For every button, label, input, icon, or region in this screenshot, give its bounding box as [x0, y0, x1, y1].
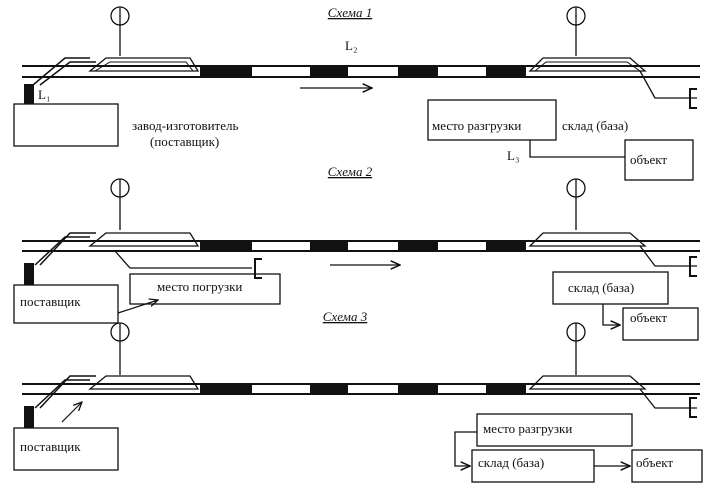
right-branch	[639, 388, 697, 409]
signal-right	[566, 322, 586, 375]
object-box	[631, 449, 703, 483]
warehouse-to-object	[602, 304, 620, 325]
track-blocks	[200, 242, 526, 251]
siding-stop-block	[24, 263, 34, 285]
buffer-stop	[689, 88, 697, 109]
supplier-box	[13, 284, 119, 324]
signal-right	[566, 6, 586, 56]
signal-left	[110, 6, 130, 56]
supplier-box	[13, 103, 119, 147]
buffer-stop	[254, 258, 262, 279]
object-box	[624, 139, 694, 181]
scheme-2: Схема 2 поставщик	[13, 164, 700, 341]
siding-stop-block	[24, 84, 34, 104]
unloading-label: место разгрузки	[483, 421, 572, 436]
siding-line	[34, 236, 90, 266]
loading-label: место погрузки	[157, 279, 242, 294]
unloading-box	[427, 99, 557, 141]
right-turnout	[528, 375, 647, 390]
supplier-label: поставщик	[20, 439, 81, 454]
loading-box	[129, 273, 281, 305]
signal-left	[110, 322, 130, 375]
unloading-box	[476, 413, 633, 447]
buffer-stop	[689, 397, 697, 418]
signal-left	[110, 178, 130, 230]
scheme-3: Схема 3 поставщик ме	[13, 309, 703, 483]
warehouse-label: склад (база)	[568, 280, 634, 295]
unloading-to-warehouse	[454, 431, 477, 466]
warehouse-label: склад (база)	[562, 118, 628, 133]
supplier-label: завод-изготовитель	[132, 118, 238, 133]
left-turnout	[88, 375, 200, 390]
left-turnout	[88, 232, 200, 247]
scheme-1-title: Схема 1	[328, 5, 372, 20]
track-label: L₂	[345, 38, 357, 53]
branch-to-object	[529, 140, 625, 158]
buffer-stop-right	[689, 256, 697, 277]
left-turnout	[88, 57, 200, 72]
right-turnout	[528, 57, 647, 72]
warehouse-label: склад (база)	[478, 455, 544, 470]
track-blocks	[200, 385, 526, 394]
object-label: объект	[630, 152, 667, 167]
unloading-label: место разгрузки	[432, 118, 521, 133]
supply-arrow	[61, 402, 82, 423]
object-label: объект	[630, 310, 667, 325]
right-branch	[639, 70, 697, 99]
object-label: объект	[636, 455, 673, 470]
right-turnout	[528, 232, 647, 247]
scheme-3-title: Схема 3	[323, 309, 368, 324]
scheme-2-title: Схема 2	[328, 164, 373, 179]
supplier-box	[13, 427, 119, 471]
loading-siding	[114, 250, 252, 269]
siding-label: L₁	[38, 87, 50, 102]
supplier-label: поставщик	[20, 294, 81, 309]
signal-right	[566, 178, 586, 230]
track-blocks	[200, 67, 526, 77]
branch-label: L₃	[507, 148, 519, 163]
supply-arrow	[117, 300, 158, 314]
siding-line	[34, 379, 90, 409]
right-branch	[639, 245, 697, 267]
object-box	[622, 307, 699, 341]
siding-line	[39, 61, 96, 86]
siding-stop-block	[24, 406, 34, 428]
warehouse-box	[552, 271, 669, 305]
scheme-1: Схема 1 L₁ L	[13, 5, 700, 181]
supplier-label-2: (поставщик)	[150, 134, 219, 149]
